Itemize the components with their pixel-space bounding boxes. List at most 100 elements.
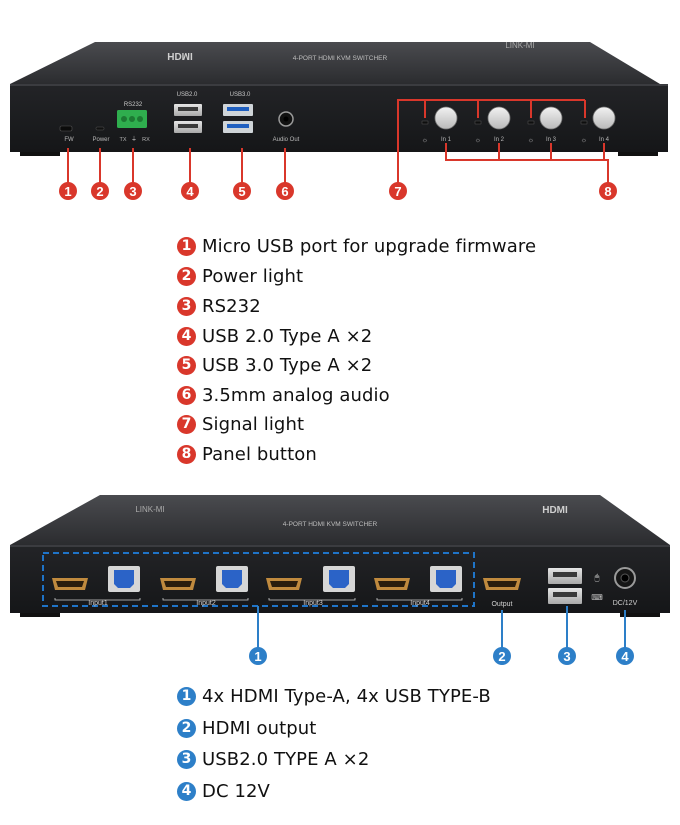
power-led: [95, 126, 105, 131]
legend-text: Panel button: [202, 443, 317, 465]
hdmi-port: [52, 578, 88, 590]
audio-label: Audio Out: [273, 137, 300, 143]
input-button-3: [539, 106, 563, 130]
legend-number: 3: [177, 296, 196, 316]
legend-text: Power light: [202, 265, 304, 287]
rear-callout-2: 2: [498, 649, 505, 664]
legend-number: 1: [177, 686, 196, 706]
legend-text: 4x HDMI Type-A, 4x USB TYPE-B: [202, 685, 491, 707]
input-button-2: [487, 106, 511, 130]
front-legend-item: 2 Power light: [177, 264, 303, 288]
rear-legend-item: 4 DC 12V: [177, 779, 270, 803]
input-label-1: Input1: [88, 600, 108, 607]
hdmi-port: [160, 578, 196, 590]
legend-number: 6: [177, 385, 196, 405]
rear-callout-4: 4: [621, 649, 629, 664]
callout-3: 3: [129, 184, 136, 199]
input-label-3: Input3: [303, 600, 323, 607]
signal-led-3: [527, 120, 535, 125]
in-label-4: In 4: [599, 137, 610, 143]
legend-number: 5: [177, 355, 196, 375]
rear-top-logo: LINK-MI: [135, 505, 164, 514]
front-callout-badges: 1 2 3 4 5 6 7 8: [59, 182, 617, 200]
rear-callout-3: 3: [563, 649, 570, 664]
legend-number: 3: [177, 749, 196, 769]
in-label-1: In 1: [441, 137, 452, 143]
legend-text: DC 12V: [202, 780, 270, 802]
rear-callout-lines: [257, 606, 626, 648]
front-device-top: [10, 42, 660, 84]
panel-buttons: ☼ ☼ ☼ ☼ In 1 In 2 In 3 In 4: [421, 106, 616, 144]
legend-number: 4: [177, 781, 196, 801]
keyboard-icon: ⌨: [591, 593, 603, 602]
front-legend-item: 8 Panel button: [177, 442, 317, 466]
front-legend-item: 4 USB 2.0 Type A ×2: [177, 324, 372, 348]
rear-brand-logo: HDMI: [542, 505, 568, 516]
callout-8: 8: [604, 184, 611, 199]
legend-text: Signal light: [202, 413, 305, 435]
rear-legend-item: 2 HDMI output: [177, 716, 316, 740]
signal-led-2: [474, 120, 482, 125]
input-button-4: [592, 106, 616, 130]
hdmi-output-port: [483, 578, 521, 590]
in-label-2: In 2: [494, 137, 505, 143]
in-label-3: In 3: [546, 137, 557, 143]
rear-legend-item: 1 4x HDMI Type-A, 4x USB TYPE-B: [177, 684, 491, 708]
legend-text: USB2.0 TYPE A ×2: [202, 748, 370, 770]
callout-5: 5: [238, 184, 245, 199]
front-legend-item: 7 Signal light: [177, 412, 304, 436]
front-callout-lines: [67, 99, 609, 183]
callout-6: 6: [281, 184, 288, 199]
input-label-2: Input2: [196, 600, 216, 607]
input-button-1: [434, 106, 458, 130]
signal-led-4: [580, 120, 588, 125]
rear-callout-1: 1: [254, 649, 261, 664]
legend-text: USB 3.0 Type A ×2: [202, 354, 373, 376]
front-legend-item: 1 Micro USB port for upgrade firmware: [177, 234, 536, 258]
rear-callout-badges: 1 2 3 4: [249, 647, 634, 665]
legend-number: 2: [177, 718, 196, 738]
legend-text: USB 2.0 Type A ×2: [202, 325, 373, 347]
front-brand-logo: HDMI: [167, 50, 193, 61]
signal-led-1: [421, 120, 429, 125]
front-top-logo: LINK-MI: [505, 41, 534, 50]
sun-icon: ☼: [422, 137, 428, 144]
front-model-text: 4-PORT HDMI KVM SWITCHER: [293, 55, 388, 62]
legend-text: RS232: [202, 295, 261, 317]
input-label-4: Input4: [410, 600, 430, 607]
rear-input-ports: Input1 Input2 Input3 Input4: [52, 566, 463, 607]
sun-icon: ☼: [475, 137, 481, 144]
legend-number: 8: [177, 444, 196, 464]
rs232-tx: TX: [119, 137, 126, 143]
rs232-rx: RX: [142, 137, 150, 143]
callout-1: 1: [64, 184, 71, 199]
rs232-label: RS232: [124, 102, 143, 108]
hdmi-port: [266, 578, 302, 590]
legend-text: HDMI output: [202, 717, 317, 739]
legend-number: 7: [177, 414, 196, 434]
fw-label: FW: [64, 137, 74, 143]
usb2-label: USB2.0: [177, 92, 198, 98]
hdmi-port: [374, 578, 410, 590]
output-label: Output: [491, 601, 512, 608]
rear-device-top: [10, 495, 670, 545]
callout-7: 7: [394, 184, 401, 199]
legend-number: 4: [177, 326, 196, 346]
front-legend-item: 6 3.5mm analog audio: [177, 383, 390, 407]
rs232-gnd: ⏚: [131, 136, 137, 143]
legend-text: Micro USB port for upgrade firmware: [202, 235, 537, 257]
legend-number: 1: [177, 236, 196, 256]
sun-icon: ☼: [581, 137, 587, 144]
fw-port: [59, 125, 73, 132]
rear-device: LINK-MI 4-PORT HDMI KVM SWITCHER HDMI: [10, 495, 670, 617]
power-label: Power: [92, 137, 109, 143]
legend-number: 2: [177, 266, 196, 286]
callout-4: 4: [186, 184, 194, 199]
front-legend-item: 3 RS232: [177, 294, 261, 318]
usb3-label: USB3.0: [230, 92, 251, 98]
legend-text: 3.5mm analog audio: [202, 384, 390, 406]
input-group-outline: [42, 552, 475, 607]
front-legend-item: 5 USB 3.0 Type A ×2: [177, 353, 372, 377]
